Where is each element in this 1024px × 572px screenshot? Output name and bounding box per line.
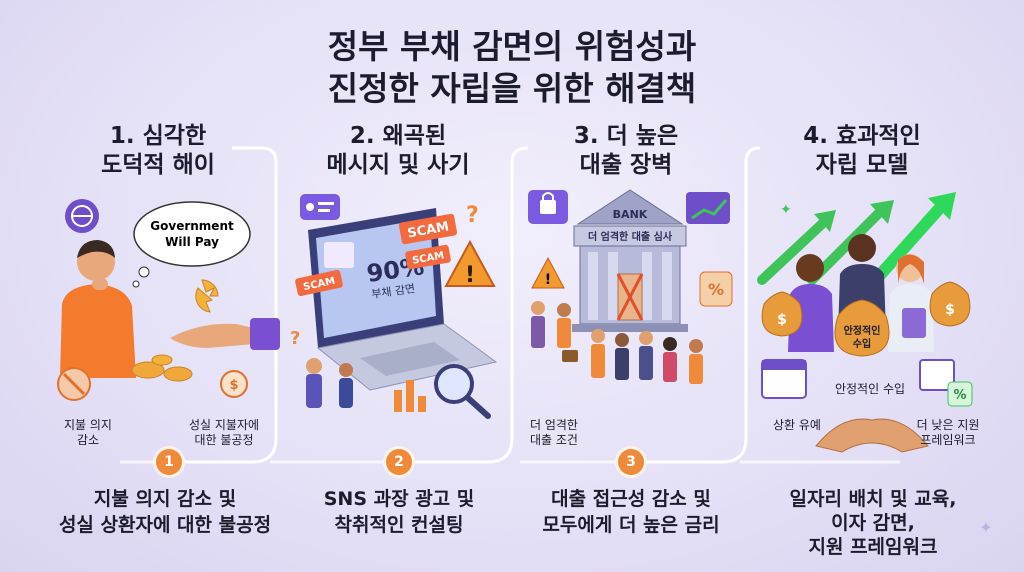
connector-3 [644, 146, 761, 464]
clipboard-icon [902, 308, 926, 338]
svg-text:!: ! [465, 263, 475, 288]
col4-desc-line2: 이자 감면, [831, 512, 915, 534]
col2-title-line1: 2. 왜곡된 [349, 123, 447, 149]
trend-chart-icon [686, 192, 730, 224]
calendar-icon-2 [919, 359, 955, 391]
growth-arrows-icon [757, 192, 956, 290]
col1-desc-line2: 성실 상환자에 대한 불공정 [58, 514, 272, 536]
svg-text:%: % [708, 280, 724, 299]
col3-label-a-line2: 대출 조건 [530, 433, 578, 447]
col4-title-line1: 4. 효과적인 [803, 123, 921, 149]
queue-people [531, 301, 703, 384]
bag-label-line2: 수입 [853, 337, 871, 350]
money-bag-2 [834, 299, 890, 357]
col4-desc-line1: 일자리 배치 및 교육, [789, 488, 957, 510]
col2-desc-line2: 착취적인 컨설팅 [334, 514, 464, 536]
col1-title-line2: 도덕적 해이 [101, 152, 215, 178]
scam-tag-1: SCAM [398, 213, 458, 245]
col3-illustration: BANK 더 엄격한 대출 심사 ! % [528, 189, 733, 384]
svg-text:?: ? [290, 328, 300, 349]
handshake-icon [815, 418, 929, 453]
connector-1 [182, 146, 278, 464]
coin-pile [131, 361, 165, 379]
col4-label-income: 안정적인 수입 [834, 382, 906, 396]
col1-label-a-line1: 지불 의지 [64, 418, 112, 432]
col3-desc-line1: 대출 접근성 감소 및 [551, 488, 711, 510]
svg-text:$: $ [229, 378, 238, 393]
col1-label-b-line2: 대한 불공정 [194, 433, 254, 447]
broken-coin-icon [201, 279, 219, 297]
chat-icon [300, 194, 340, 220]
bar-chart-icon [394, 390, 402, 412]
step-number-1: 1 [156, 449, 182, 475]
col4-label-a: 상환 유예 [773, 418, 821, 432]
warning-icon [444, 239, 496, 287]
scam-tag-2: SCAM [295, 269, 343, 297]
screen-subtext: 부채 감면 [371, 282, 416, 301]
col3-label-a-line1: 더 엄격한 [530, 418, 578, 432]
col1-illustration: Government Will Pay $ [57, 199, 280, 401]
col1-label-a-line2: 감소 [76, 433, 100, 447]
svg-text:$: $ [777, 312, 787, 328]
person-phone [306, 358, 322, 374]
col1-title-line1: 1. 심각한 [109, 123, 207, 149]
person-2-head [848, 234, 876, 262]
col2-illustration: 90% 부채 감면 SCAM SCAM SCAM ! ? ? [290, 194, 498, 419]
svg-text:$: $ [945, 302, 955, 318]
svg-text:더 엄격한 대출 심사: 더 엄격한 대출 심사 [588, 230, 673, 243]
col4-title-line2: 자립 모델 [815, 152, 909, 178]
col4-desc-line3: 지원 프레임워크 [808, 536, 938, 558]
svg-text:!: ! [545, 272, 551, 288]
open-hand-icon [170, 323, 254, 348]
briefcase-icon [562, 350, 578, 362]
col4-label-b-line1: 더 낮은 지원 [916, 418, 980, 432]
bank-roof [576, 189, 684, 225]
col3-title-line1: 3. 더 높은 [573, 123, 679, 149]
page-title-line2: 진정한 자립을 위한 해결책 [327, 69, 697, 108]
col3-desc-line2: 모두에게 더 높은 금리 [542, 514, 720, 536]
coin-hand-icon [220, 370, 248, 398]
magnifier-icon [434, 364, 474, 404]
sparkle-icon: ✦ [979, 518, 993, 537]
col3-title-line2: 대출 장벽 [579, 152, 673, 178]
question-mark-icon: ? [466, 203, 479, 228]
thought-bubble [133, 201, 251, 267]
step-number-2: 2 [386, 449, 412, 475]
bubble-text-1: Government [150, 219, 234, 233]
svg-text:✦: ✦ [780, 202, 792, 218]
step-number-3: 3 [618, 449, 644, 475]
svg-text:SCAM: SCAM [406, 219, 450, 241]
money-bag-3 [929, 281, 971, 327]
page-title-line1: 정부 부채 감면의 위험성과 [327, 27, 697, 66]
col4-label-b-line2: 프레임워크 [920, 433, 976, 447]
col1-desc-line1: 지불 의지 감소 및 [93, 488, 237, 510]
money-bag-1 [761, 291, 803, 337]
person-1-head [796, 254, 824, 282]
chin-hand [92, 278, 108, 290]
connector-2 [412, 146, 529, 464]
col2-desc-line1: SNS 과장 광고 및 [323, 488, 475, 510]
svg-text:%: % [953, 388, 966, 403]
col4-illustration: ✦ $ 안정적인 수입 $ % [757, 192, 973, 453]
bubble-text-2: Will Pay [165, 235, 219, 249]
percent-badge-2 [947, 381, 973, 407]
scam-tag-3: SCAM [405, 244, 451, 270]
col1-label-b-line1: 성실 지불자에 [188, 418, 260, 432]
bank-name: BANK [613, 208, 648, 221]
percent-badge [699, 271, 733, 307]
col2-title-line2: 메시지 및 사기 [326, 152, 470, 178]
bag-label-line1: 안정적인 [844, 324, 881, 337]
worried-person-body [60, 284, 136, 378]
warning-icon-2 [531, 256, 565, 289]
